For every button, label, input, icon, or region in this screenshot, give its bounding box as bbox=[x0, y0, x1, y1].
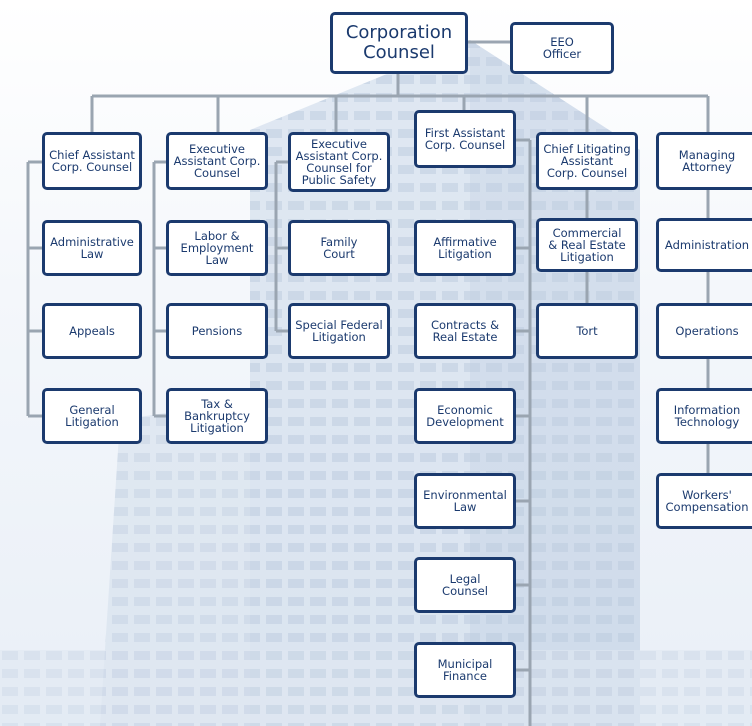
tort-box: Tort bbox=[536, 303, 638, 359]
contracts-real-estate-box: Contracts & Real Estate bbox=[414, 303, 516, 359]
appeals-box: Appeals bbox=[42, 303, 142, 359]
special-federal-litigation-box: Special Federal Litigation bbox=[288, 303, 390, 359]
first-assistant-corp-counsel-box: First Assistant Corp. Counsel bbox=[414, 110, 516, 168]
general-litigation-box: General Litigation bbox=[42, 388, 142, 444]
chief-assistant-corp-counsel-box: Chief Assistant Corp. Counsel bbox=[42, 132, 142, 190]
information-technology-box: Information Technology bbox=[656, 388, 752, 444]
eeo-officer-box: EEO Officer bbox=[510, 22, 614, 74]
commercial-real-estate-litigation-box: Commercial & Real Estate Litigation bbox=[536, 218, 638, 272]
chief-litigating-assistant-box: Chief Litigating Assistant Corp. Counsel bbox=[536, 132, 638, 190]
executive-assistant-public-safety-box: Executive Assistant Corp. Counsel for Pu… bbox=[288, 132, 390, 192]
pensions-box: Pensions bbox=[166, 303, 268, 359]
workers-compensation-box: Workers' Compensation bbox=[656, 473, 752, 529]
tax-bankruptcy-litigation-box: Tax & Bankruptcy Litigation bbox=[166, 388, 268, 444]
labor-employment-law-box: Labor & Employment Law bbox=[166, 220, 268, 276]
environmental-law-box: Environmental Law bbox=[414, 473, 516, 529]
legal-counsel-box: Legal Counsel bbox=[414, 557, 516, 613]
economic-development-box: Economic Development bbox=[414, 388, 516, 444]
administrative-law-box: Administrative Law bbox=[42, 220, 142, 276]
executive-assistant-corp-counsel-box: Executive Assistant Corp. Counsel bbox=[166, 132, 268, 190]
affirmative-litigation-box: Affirmative Litigation bbox=[414, 220, 516, 276]
administration-box: Administration bbox=[656, 218, 752, 272]
operations-box: Operations bbox=[656, 303, 752, 359]
family-court-box: Family Court bbox=[288, 220, 390, 276]
corporation-counsel-box: Corporation Counsel bbox=[330, 12, 468, 74]
managing-attorney-box: Managing Attorney bbox=[656, 132, 752, 190]
municipal-finance-box: Municipal Finance bbox=[414, 642, 516, 698]
